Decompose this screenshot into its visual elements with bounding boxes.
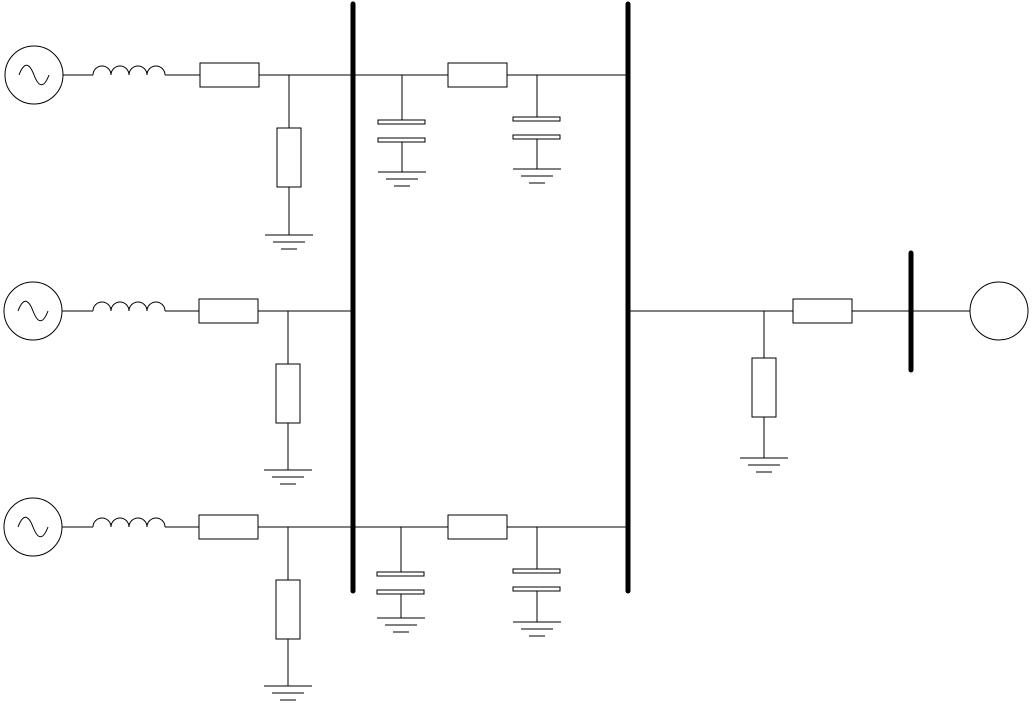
ground-icon — [377, 617, 425, 633]
shunt-capacitor-icon — [512, 75, 561, 169]
shunt-capacitor-icon — [377, 75, 426, 172]
inductor-icon — [92, 517, 166, 528]
sine-wave-icon — [17, 300, 49, 322]
feeder-2 — [3, 281, 353, 485]
shunt-resistor-icon — [751, 357, 777, 418]
ground-icon — [265, 234, 313, 250]
series-resistor-icon — [199, 62, 260, 88]
circle-source-icon — [969, 281, 1029, 341]
series-resistor-icon — [198, 298, 259, 324]
ground-icon — [513, 621, 561, 637]
line-resistor-icon — [447, 62, 508, 88]
output-feeder — [628, 298, 970, 473]
top-transmission-line — [353, 62, 628, 187]
bottom-transmission-line — [353, 514, 628, 637]
sine-wave-icon — [18, 64, 50, 86]
feeder-1 — [4, 45, 353, 250]
series-resistor-icon — [792, 298, 853, 324]
shunt-resistor-icon — [275, 579, 301, 640]
feeder-3 — [3, 497, 353, 701]
ground-icon — [740, 457, 788, 473]
ground-icon — [513, 168, 561, 184]
series-resistor-icon — [198, 514, 259, 540]
shunt-capacitor-icon — [512, 527, 561, 622]
ground-icon — [264, 469, 312, 485]
inductor-icon — [92, 65, 166, 76]
sine-wave-icon — [17, 516, 49, 538]
shunt-resistor-icon — [276, 127, 302, 188]
shunt-resistor-icon — [275, 363, 301, 424]
ground-icon — [264, 685, 312, 701]
line-resistor-icon — [447, 514, 508, 540]
ground-icon — [378, 171, 426, 187]
inductor-icon — [92, 301, 166, 312]
shunt-capacitor-icon — [376, 527, 425, 618]
